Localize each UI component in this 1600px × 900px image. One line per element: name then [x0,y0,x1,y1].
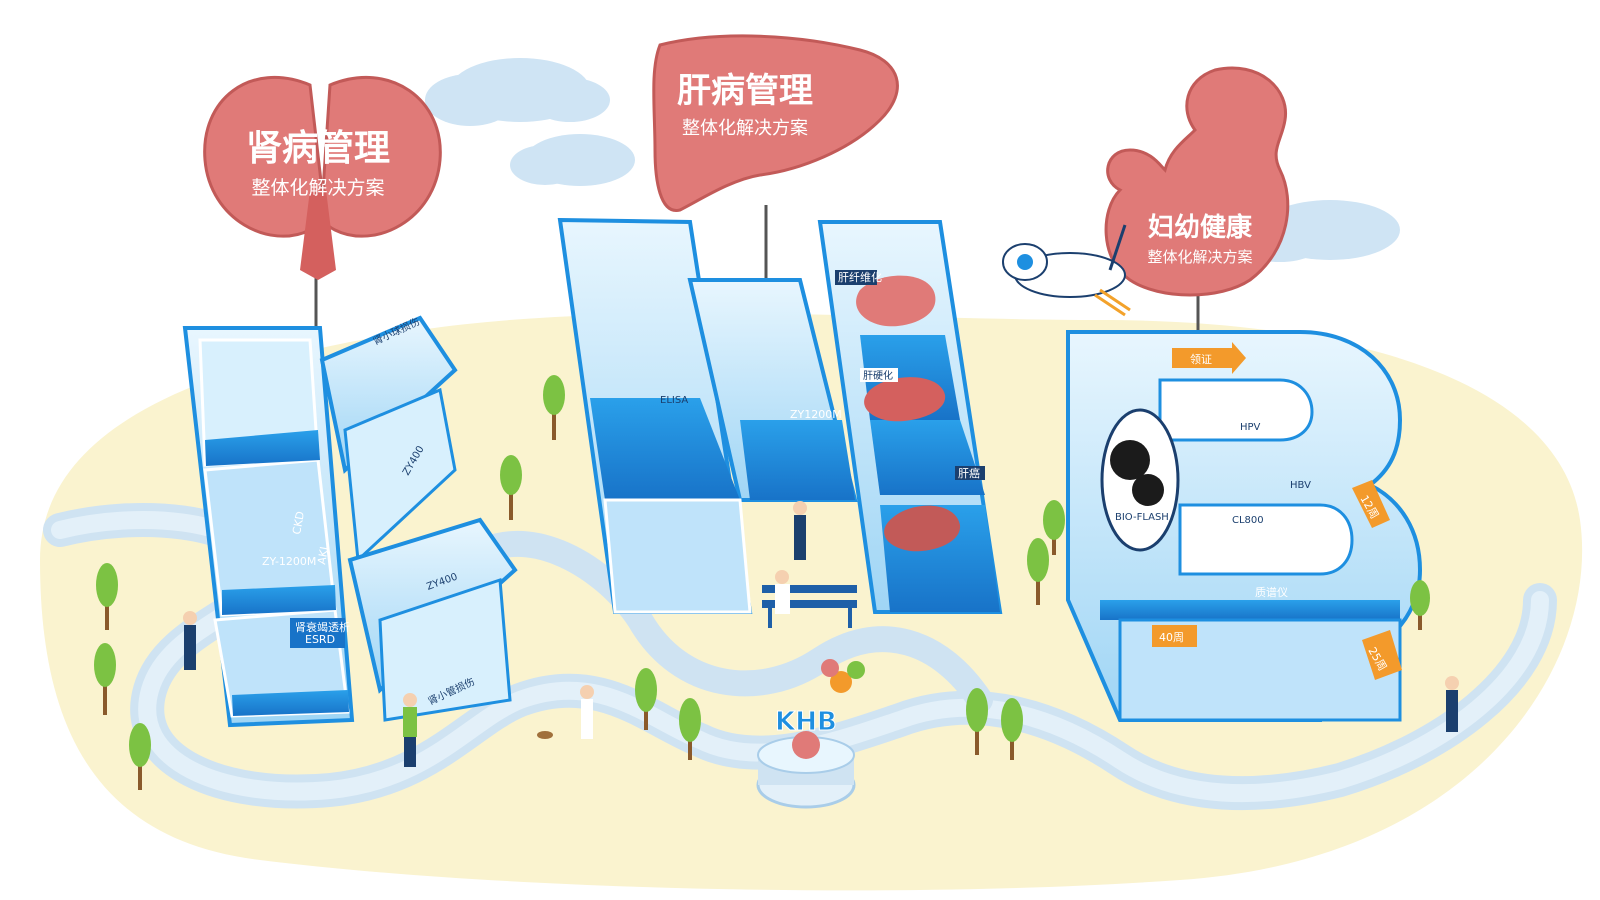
park-bench [762,585,857,628]
people [183,501,1459,767]
river-branch [457,531,993,713]
trees [94,375,1430,790]
week25-arrow [1362,630,1402,680]
mch-sign-subtitle: 整体化解决方案 [1147,248,1252,266]
kidney-icon [203,75,442,280]
liver-cancer-icon [884,505,961,552]
stork-icon [1002,224,1131,317]
khb-logo-text: KHB [775,707,837,737]
b-hpv: HPV [1240,422,1261,433]
liver-fibrosis-icon [856,275,936,327]
k-instrument-zy1200m: ZY-1200M [262,555,316,568]
dog-icon [537,731,553,739]
kidney-sign-title: 肾病管理 [246,128,390,169]
b-bioflash: BIO-FLASH [1115,512,1169,523]
k-panel-esrd-top: 肾衰竭透析 [295,620,350,634]
h-room-cancer-tag [955,466,985,480]
b-cl: CL800 [1232,515,1264,526]
b-building [1066,330,1423,722]
b-mass-spec: 质谱仪 [1255,585,1288,599]
k-panel-aki: AKI [315,546,331,566]
balloon-icon [847,661,865,679]
liver-cirrhosis-icon [864,377,946,422]
balloon-icon [830,671,852,693]
cloud-mid [510,134,635,186]
kidney-sign-subtitle: 整体化解决方案 [251,177,384,199]
b-hbv: HBV [1290,480,1311,491]
h-instrument-zy1200m: ZY1200M [790,408,842,421]
k-panel-esrd: ESRD [305,633,335,646]
k-panel-ckd: CKD [290,510,307,535]
week12-arrow [1352,480,1390,528]
h-room-cancer: 肝癌 [958,466,980,480]
h-room-fibrosis: 肝纤维化 [838,270,882,284]
k-panel-esrd-box [290,618,345,648]
h-building [557,217,1003,614]
h-room-cirrhosis: 肝硬化 [863,369,893,382]
khb-logo [756,659,865,809]
b-arrow-license: 领证 [1190,353,1212,366]
b-week-40: 40周 [1159,631,1184,644]
week40-box [1152,625,1197,647]
balloon-icon [821,659,839,677]
mch-sign-title: 妇幼健康 [1148,212,1253,243]
h-room-fibrosis-tag [835,270,877,285]
liver-sign-title: 肝病管理 [677,71,813,111]
cloud-left [425,58,610,126]
h-elisa: ELISA [660,395,688,406]
liver-sign-subtitle: 整体化解决方案 [682,118,808,139]
liver-icon [652,34,899,212]
arrow-license-shape [1172,342,1246,374]
h-room-cirrhosis-tag [860,368,898,382]
